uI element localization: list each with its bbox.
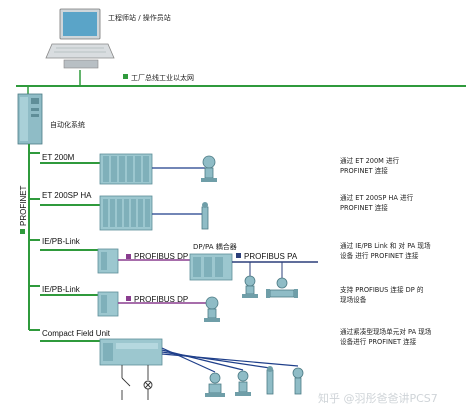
field-wiring (161, 347, 299, 373)
pa-device-icon (235, 370, 251, 396)
profibus-dp-label: PROFIBUS DP (134, 252, 188, 261)
et200sp-ha-label: ET 200SP HA (42, 191, 92, 200)
et200m-label: ET 200M (42, 153, 75, 162)
dp-pa-coupler-icon (189, 253, 233, 281)
dp-pa-coupler-label: DP/PA 耦合器 (193, 242, 237, 251)
pa-device-icon (266, 366, 274, 395)
row-description: 支持 PROFIBUS 连接 DP 的 (340, 285, 424, 294)
compact-field-unit-icon (99, 338, 163, 366)
profibus-dp-marker (126, 296, 131, 301)
discrete-io-lamp-icon (143, 365, 153, 400)
profibus-pa-label: PROFIBUS PA (244, 252, 298, 261)
pa-flowmeter-icon (266, 277, 298, 298)
automation-system-icon (17, 93, 43, 145)
row-description: 通过 ET 200M 进行 (340, 156, 400, 165)
plant-bus-marker (123, 74, 128, 79)
pa-device-icon (205, 372, 225, 397)
workstation-label: 工程师站 / 操作员站 (108, 13, 171, 22)
pa-transmitter-icon (242, 275, 258, 298)
row-description: PROFINET 连接 (340, 166, 388, 175)
automation-system-label: 自动化系统 (50, 120, 85, 129)
compact-field-unit-label: Compact Field Unit (42, 329, 111, 338)
discrete-io-switch-icon (121, 365, 131, 400)
et200sp-ha-rack-icon (99, 195, 153, 231)
profibus-dp-label: PROFIBUS DP (134, 295, 188, 304)
row-description: 现场设备 (340, 295, 367, 304)
ie-pb-link-icon (97, 291, 119, 317)
ie-pb-link-icon (97, 248, 119, 274)
row-description: 通过 IE/PB Link 和 对 PA 现场 (340, 241, 431, 250)
workstation-icon (45, 8, 115, 69)
row-description: 设备 进行 PROFINET 连接 (340, 251, 419, 260)
profinet-marker (20, 229, 25, 234)
pa-device-icon (292, 367, 304, 395)
watermark: 知乎 @羽彤爸爸讲PCS7 (318, 391, 438, 405)
ie-pb-link-label: IE/PB-Link (42, 285, 81, 294)
row-description: 通过紧凑型现场单元对 PA 现场 (340, 327, 432, 336)
row-description: 设备进行 PROFINET 连接 (340, 337, 417, 346)
row-description: 通过 ET 200SP HA 进行 (340, 193, 414, 202)
profibus-dp-marker (126, 254, 131, 259)
et200m-transmitter-icon (201, 155, 217, 182)
profibus-pa-marker (236, 253, 241, 258)
plant-bus-label: 工厂总线工业以太网 (131, 73, 194, 82)
row-description: PROFINET 连接 (340, 203, 388, 212)
et200sp-ha-sensor-icon (201, 202, 209, 230)
dp-field-device-icon (204, 296, 220, 322)
ie-pb-link-label: IE/PB-Link (42, 237, 81, 246)
et200m-rack-icon (99, 153, 153, 185)
profinet-label: PROFINET (19, 185, 28, 226)
